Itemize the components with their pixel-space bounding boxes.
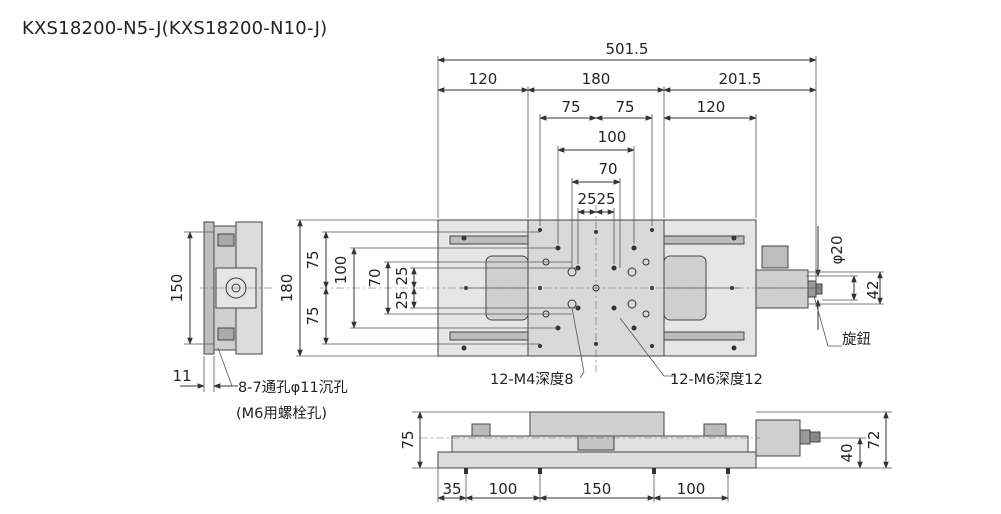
front-dim-35: 35 [442, 480, 461, 498]
label-through-holes: 8-7通孔φ11沉孔 [238, 379, 348, 396]
v-dim-25-top: 25 [393, 266, 411, 285]
v-dim-25-bottom: 25 [393, 290, 411, 309]
knob-collar [807, 280, 817, 298]
label-m4-holes: 12-M4深度8 [490, 371, 574, 388]
dim-center-180: 180 [582, 70, 611, 88]
knob [815, 283, 823, 295]
front-dim-100-a: 100 [489, 480, 518, 498]
rail-bottom-right [663, 331, 745, 341]
front-table [529, 411, 665, 437]
dim-right-120: 120 [697, 98, 726, 116]
v-dim-70: 70 [366, 268, 384, 287]
v-dim-150: 150 [168, 274, 186, 303]
top-dimensions: 501.5 120 180 201.5 75 75 120 100 70 25 … [437, 40, 817, 282]
dim-phi20: φ20 [828, 236, 846, 265]
dim-70: 70 [598, 160, 617, 178]
dim-75-left: 75 [561, 98, 580, 116]
dim-75-right: 75 [615, 98, 634, 116]
dim-11: 11 [172, 367, 191, 385]
v-dim-100: 100 [332, 256, 350, 285]
left-dimensions: 180 75 75 100 70 25 25 [278, 219, 578, 357]
label-knob: 旋鈕 [842, 331, 871, 348]
dim-42: 42 [864, 280, 882, 299]
front-motor [755, 419, 801, 457]
front-base [437, 451, 757, 469]
front-dim-150: 150 [583, 480, 612, 498]
v-dim-180: 180 [278, 274, 296, 303]
front-v-75: 75 [399, 430, 417, 449]
drawing-title: KXS18200-N5-J(KXS18200-N10-J) [22, 18, 328, 39]
dim-left-120: 120 [469, 70, 498, 88]
v-dim-75-top: 75 [304, 250, 322, 269]
dim-overall: 501.5 [606, 40, 649, 58]
label-m6-holes: 12-M6深度12 [670, 371, 763, 388]
rail-bottom-left [449, 331, 529, 341]
side-view [200, 221, 272, 355]
dim-right-201-5: 201.5 [719, 70, 762, 88]
right-dimensions: φ20 42 旋鈕 [806, 226, 884, 348]
front-dim-100-b: 100 [677, 480, 706, 498]
front-v-72: 72 [865, 430, 883, 449]
v-dim-75-bottom: 75 [304, 306, 322, 325]
front-v-40: 40 [838, 443, 856, 462]
label-bolt-holes: (M6用螺栓孔) [236, 405, 327, 422]
dim-100: 100 [598, 128, 627, 146]
dim-25-right: 25 [596, 190, 615, 208]
front-knob [809, 431, 821, 443]
front-view [420, 411, 821, 474]
motor-housing [755, 269, 809, 309]
dim-25-left: 25 [577, 190, 596, 208]
connector-box [761, 245, 789, 269]
